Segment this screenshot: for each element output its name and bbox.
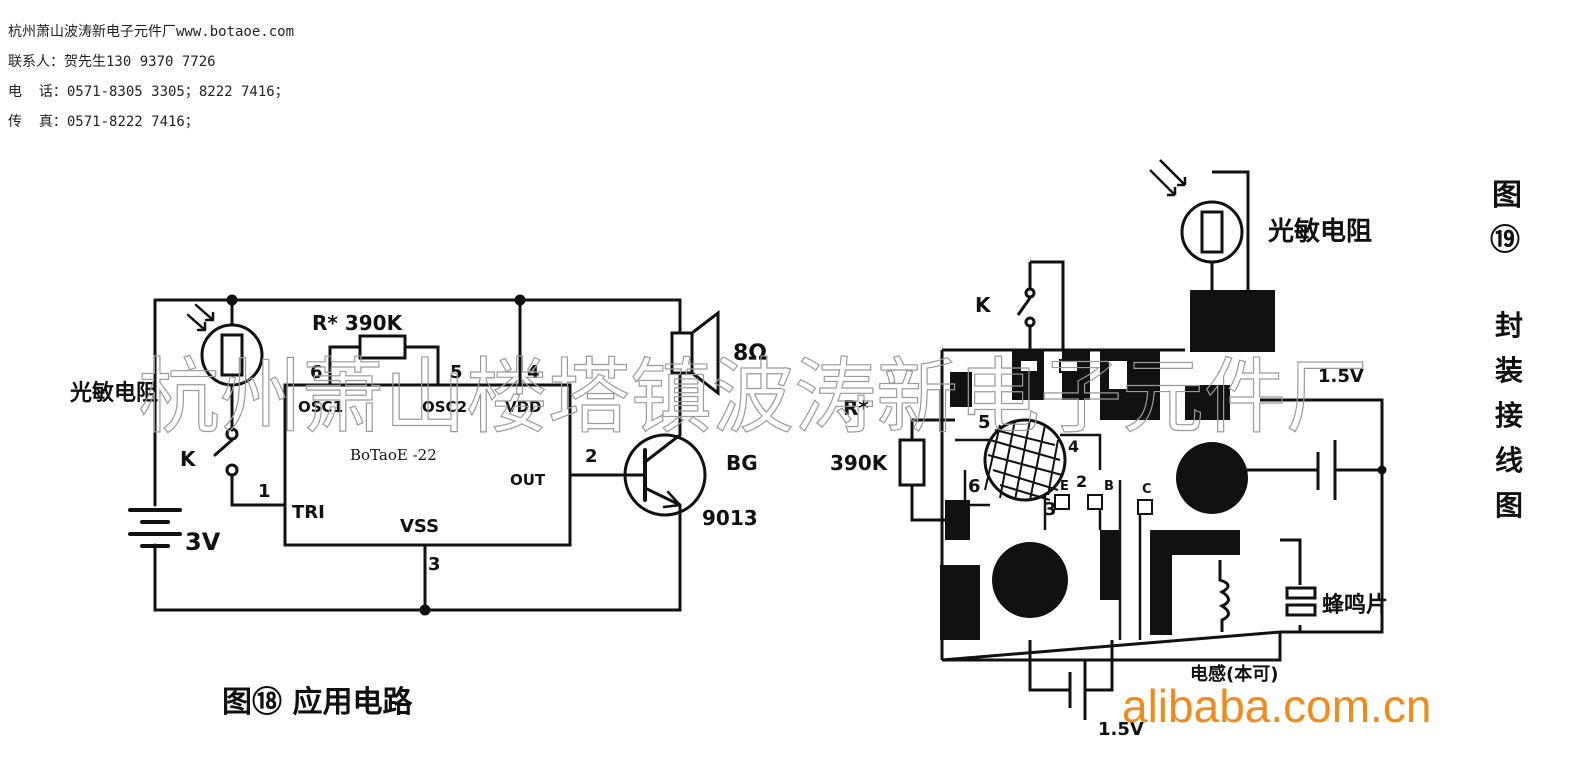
pin1-label: 1 [258,481,271,502]
ldr-pad-block [1190,290,1275,352]
header-line-3: 电 话：0571-8305 3305；8222 7416； [8,84,289,100]
alibaba-watermark: alibaba.com.cn [1122,680,1431,732]
buzzer-label: 蜂鸣片 [1322,592,1388,618]
bg-label: BG [726,451,758,475]
side-title-4: 接 [1495,399,1523,432]
coil-label: 电感(本可) [1190,663,1278,685]
pin2-label: 2 [585,446,598,467]
node5-label: 5 [978,412,991,433]
round-pad-bottom [992,542,1068,618]
side-title-5: 线 [1495,444,1523,477]
emitter-label: E [1060,479,1069,494]
fig18-circuit [128,294,720,616]
fig18-battery-label: 3V [185,528,221,556]
base-label: B [1104,479,1114,494]
cn-watermark: 杭州萧山楼塔镇波涛新电子元件厂 [138,350,1368,445]
fig19-v-top: 1.5V [1318,366,1364,387]
fig19-r-value: 390K [830,451,889,475]
speaker-cone [690,309,720,397]
fig19-k-label: K [975,293,992,317]
fig19-ldr-label: 光敏电阻 [1267,217,1372,247]
speaker-coil [670,331,694,375]
speaker-label: 8Ω [733,341,767,366]
side-title-0: 图 [1492,178,1522,213]
k-switch-lever [213,438,234,457]
side-title-2: 封 [1495,309,1523,342]
fig19-labels: 光敏电阻 K R* 390K 1.5V 1.5V 5 4 6 3 2 E B C… [830,178,1523,740]
fig19-v-bottom: 1.5V [1098,719,1144,740]
fig18-ldr-label: 光敏电阻 [69,380,158,406]
company-header: 杭州萧山波涛新电子元件厂www.botaoe.com 联系人：贺先生130 93… [8,10,294,145]
node2-label: 2 [1076,472,1087,491]
out-label: OUT [510,471,546,489]
node6-label: 6 [968,476,981,497]
pin6-label: 6 [310,362,323,383]
pin4-label: 4 [527,362,540,383]
side-title-6: 图 [1495,489,1523,522]
round-pad-top [1176,442,1248,514]
node3-label: 3 [1044,499,1057,520]
ldr-resistor [220,333,244,377]
fig19-r-label: R* [843,396,869,420]
header-line-4: 传 真：0571-8222 7416； [8,114,199,130]
side-title-3: 装 [1495,354,1523,387]
header-line-2: 联系人：贺先生130 9370 7726 [8,54,216,70]
vdd-label: VDD [505,398,542,416]
fig19-r390k [898,438,926,487]
fig18-caption: 图⑱ 应用电路 [222,685,413,720]
ic-body [283,383,572,547]
pin3-label: 3 [428,554,441,575]
header-line-1: 杭州萧山波涛新电子元件厂www.botaoe.com [8,24,295,40]
osc1-label: OSC1 [298,398,343,416]
fig18-labels: 光敏电阻 K 3V R* 390K 6 5 4 OSC1 OSC2 VDD OU… [69,311,767,720]
side-title-1: ⑲ [1490,223,1520,258]
pin5-label: 5 [450,362,463,383]
coil-symbol [1218,560,1230,632]
left-pad-block [940,565,980,640]
tri-label: TRI [292,502,325,523]
fig18-k-label: K [180,447,197,471]
fig19-pads [940,290,1275,640]
ic-die-mesh [983,418,1067,502]
bottom-rail-wire [153,503,682,612]
chip-name: BoTaoE -22 [350,446,437,464]
osc2-label: OSC2 [422,398,467,416]
bg-part-label: 9013 [702,506,758,530]
fig18-r-label: R* 390K [312,311,404,335]
collector-label: C [1142,482,1152,497]
vss-label: VSS [400,516,439,537]
node4-label: 4 [1068,437,1079,456]
